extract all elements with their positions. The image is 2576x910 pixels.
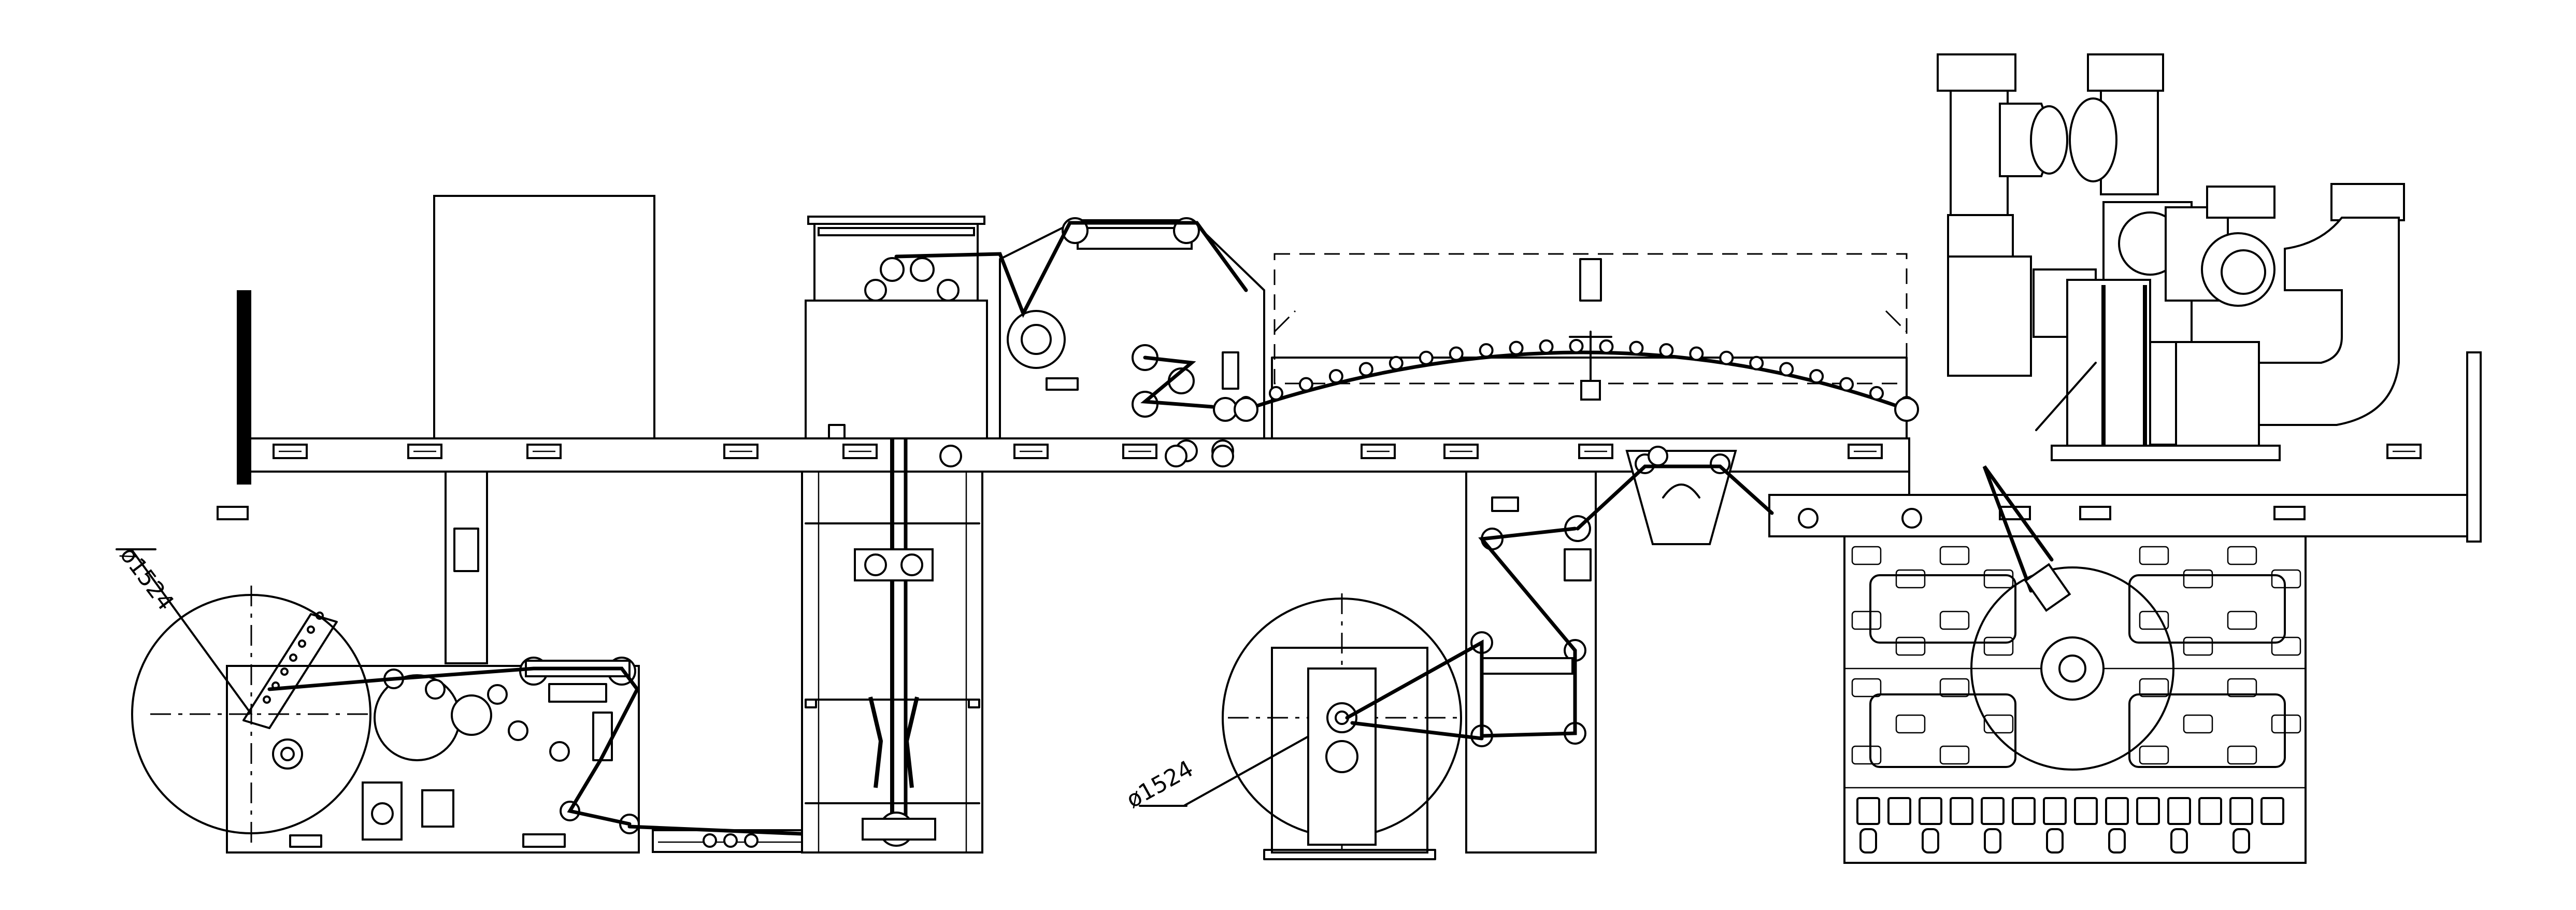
unwind-station: ø1524	[115, 471, 640, 854]
lower-conveyor	[627, 824, 815, 853]
beam-roller-row	[939, 445, 1922, 529]
rewind-station: ø1524	[1122, 450, 1774, 860]
arch-dryer	[1234, 253, 1919, 439]
main-frame-beam	[217, 290, 2482, 543]
duct-system	[1937, 53, 2405, 461]
printing-unit	[894, 217, 1265, 462]
vertical-tower	[801, 252, 983, 854]
unwind-roll-diameter-label: ø1524	[115, 542, 179, 616]
left-enclosure	[433, 195, 655, 439]
right-winder	[1843, 465, 2307, 864]
center-housing	[805, 216, 988, 439]
